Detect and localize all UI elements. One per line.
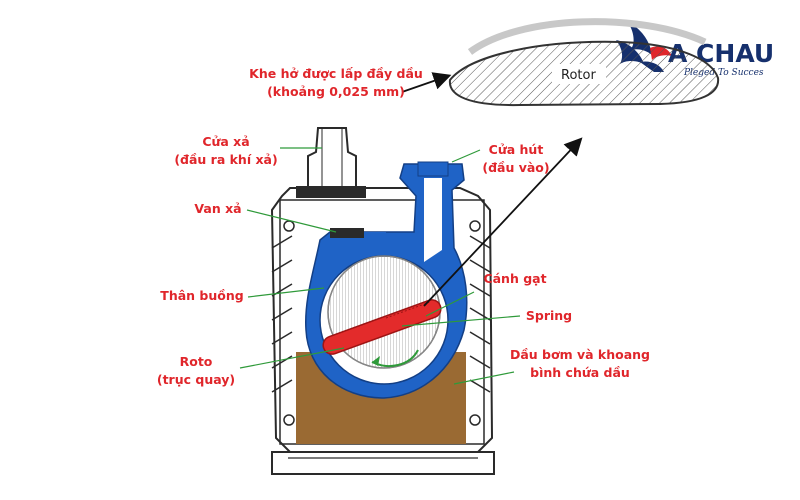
- label-gap-2: (khoảng 0,025 mm): [267, 84, 405, 99]
- labels: Khe hở được lấp đầy dầu (khoảng 0,025 mm…: [157, 66, 650, 387]
- label-valve: Van xả: [194, 201, 241, 216]
- label-exhaust-1: Cửa xả: [202, 134, 249, 149]
- label-vane: Cánh gạt: [483, 271, 546, 286]
- gap-arrow: [401, 72, 452, 93]
- label-exhaust-2: (đầu ra khí xả): [174, 152, 277, 167]
- label-oil-1: Dầu bơm và khoang: [510, 347, 650, 362]
- label-rotor-1: Roto: [180, 354, 213, 369]
- label-chamber: Thân buồng: [160, 288, 243, 303]
- rotary-vane: [322, 299, 442, 355]
- rotor-closeup: Rotor: [448, 18, 720, 107]
- label-oil-2: bình chứa dầu: [530, 365, 630, 380]
- label-rotor-2: (trục quay): [157, 372, 235, 387]
- rotation-arrow-icon: [371, 349, 419, 367]
- leader-lines: [239, 147, 521, 385]
- exhaust-port: [296, 127, 366, 198]
- label-intake-1: Cửa hút: [489, 142, 544, 157]
- label-spring: Spring: [526, 308, 572, 323]
- label-gap-1: Khe hở được lấp đầy dầu: [249, 66, 423, 81]
- logo-tagline: Pleged To Succes: [683, 68, 764, 78]
- label-intake-2: (đầu vào): [482, 160, 549, 175]
- rotor-closeup-label: Rotor: [561, 68, 596, 83]
- zoom-arrow: [423, 137, 583, 307]
